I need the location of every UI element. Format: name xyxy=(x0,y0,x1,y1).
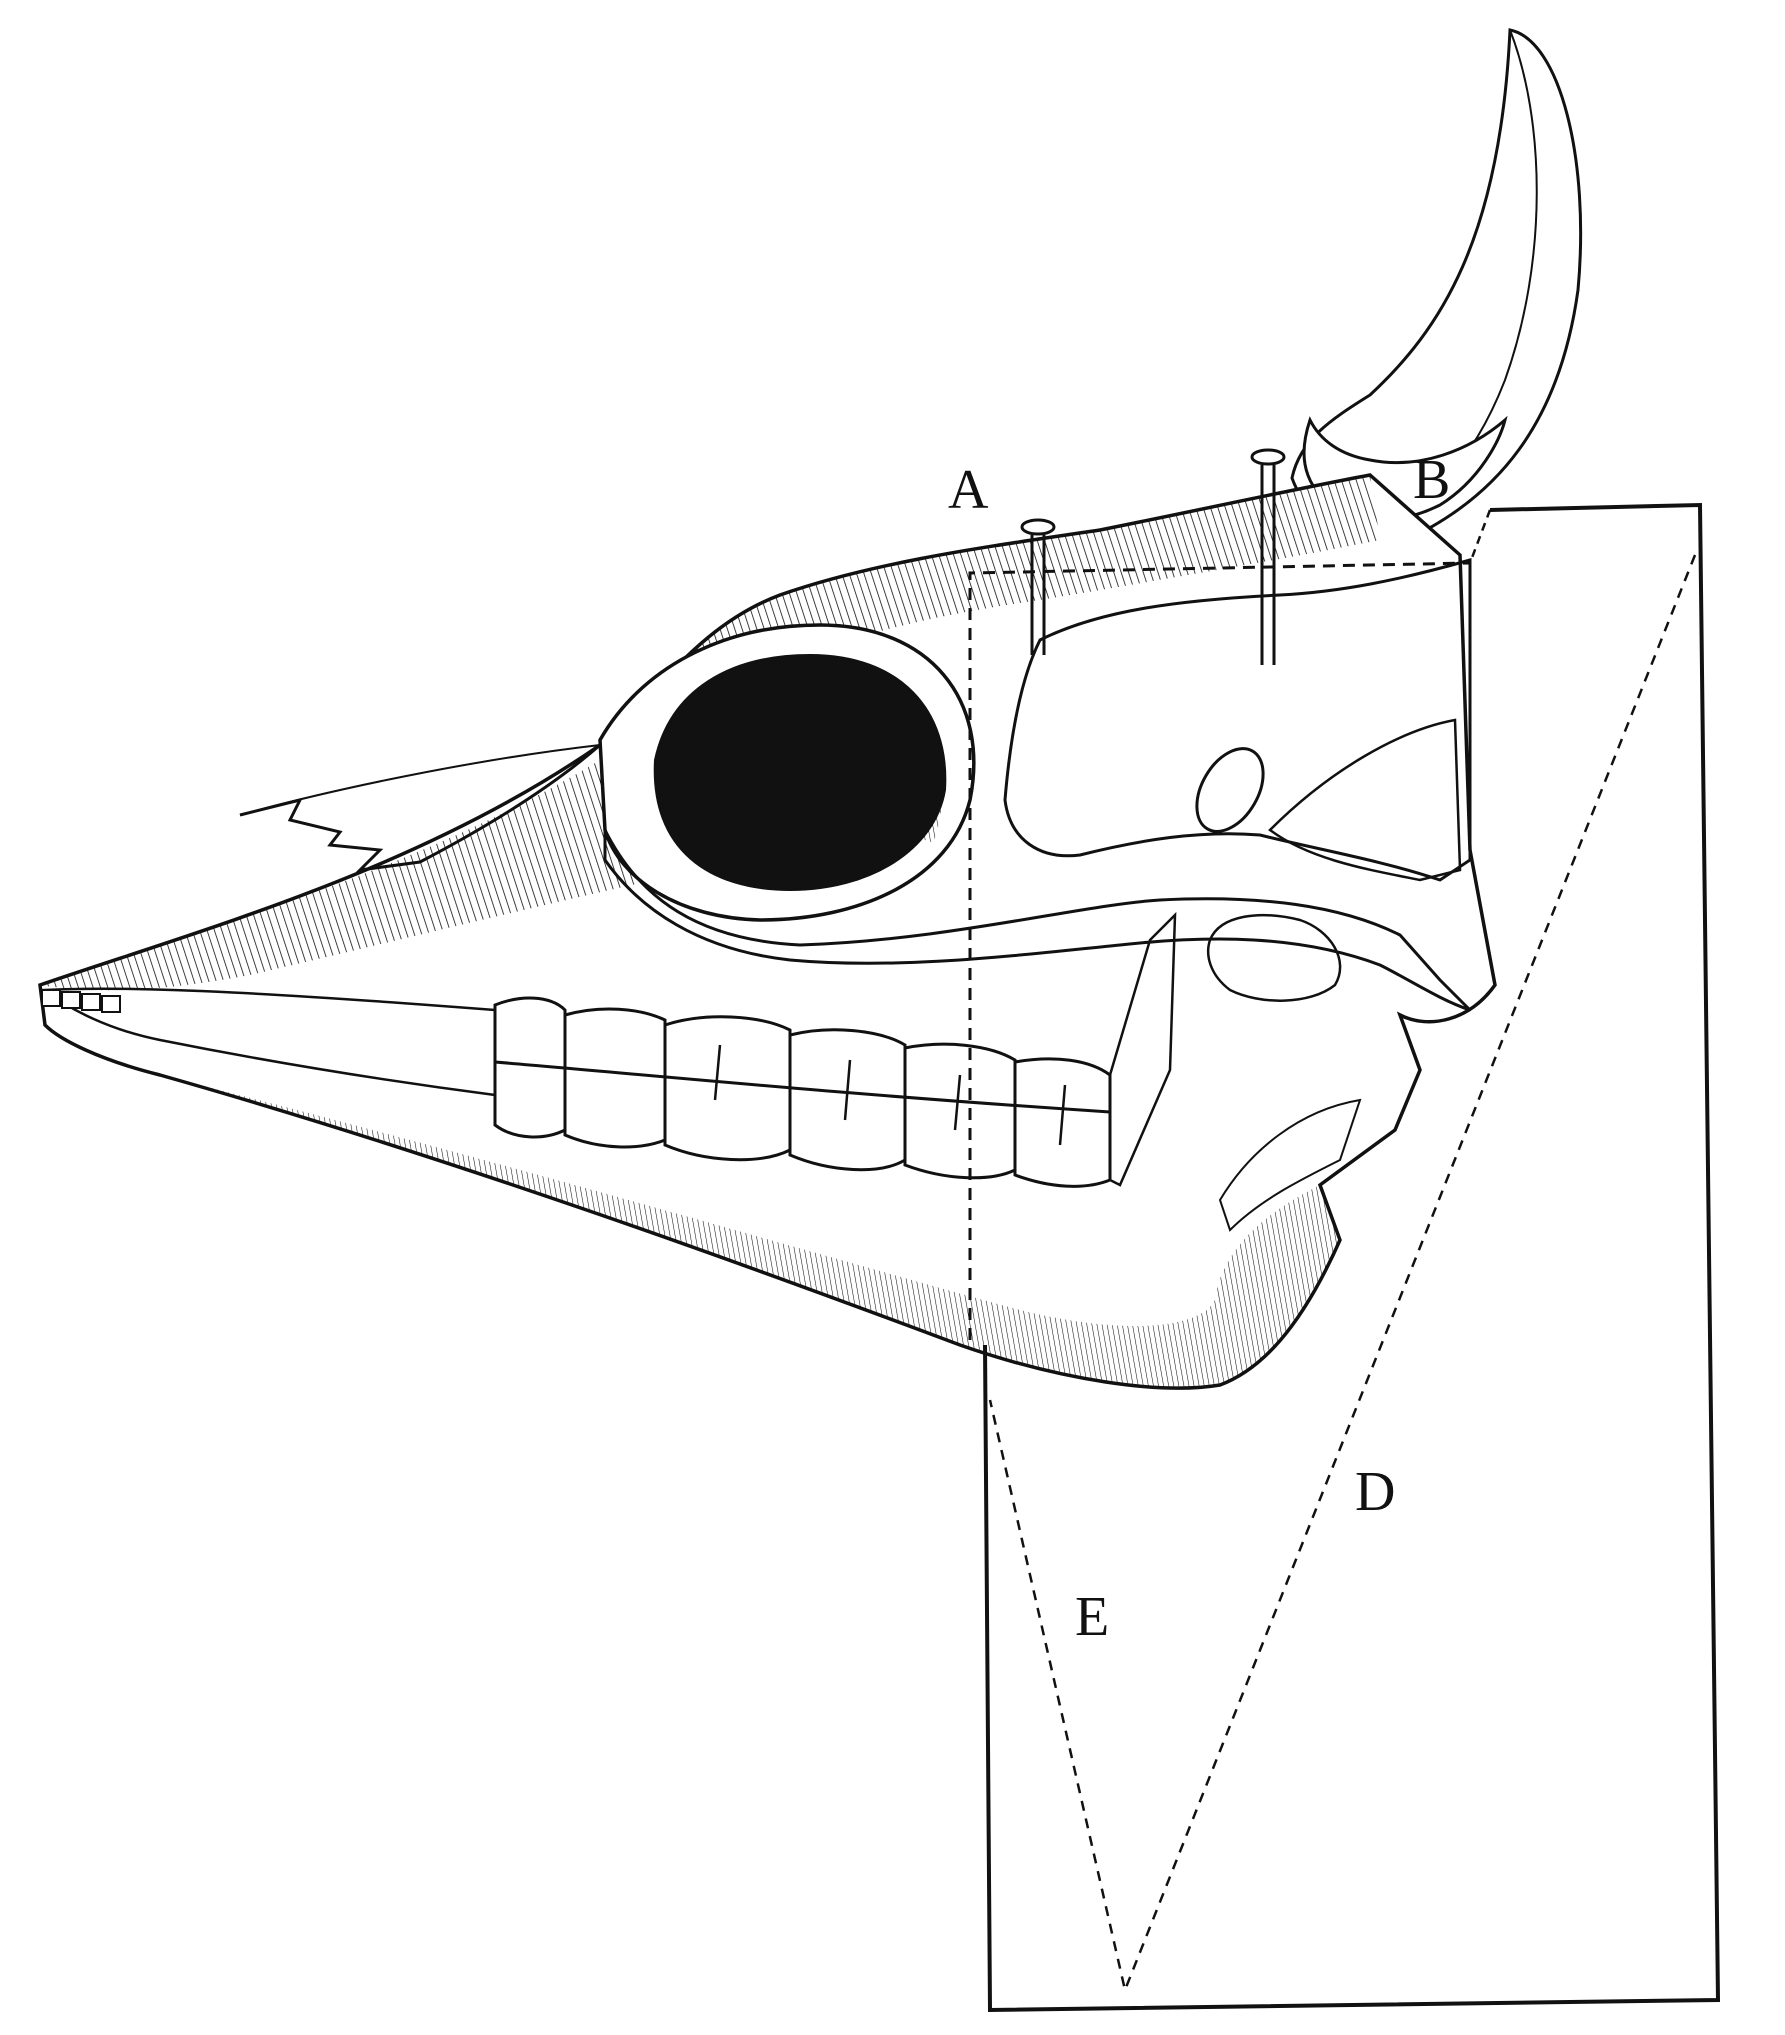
label-e: E xyxy=(1075,1586,1110,1648)
label-d: D xyxy=(1355,1461,1396,1523)
skull xyxy=(38,448,1497,1390)
label-a: A xyxy=(948,459,989,521)
pin-a xyxy=(1020,518,1056,655)
label-b: B xyxy=(1413,449,1451,511)
construction-lines xyxy=(968,509,1697,1995)
mounting-board xyxy=(983,502,1721,2013)
molar-row xyxy=(493,996,1112,1188)
pin-b xyxy=(1250,448,1286,665)
incisors xyxy=(41,989,121,1013)
